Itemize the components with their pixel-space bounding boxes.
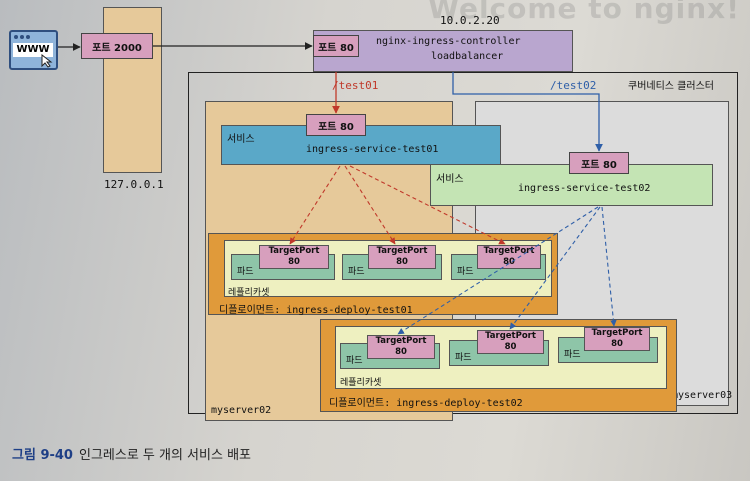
replicaset2-label: 레플리카셋 <box>340 378 382 388</box>
targetport-label: TargetPort <box>376 246 428 256</box>
controller-name-line2: loadbalancer <box>431 51 504 62</box>
targetport-value: 80 <box>611 339 623 349</box>
targetport-label: TargetPort <box>485 331 536 341</box>
targetport-value: 80 <box>396 257 408 267</box>
deploy1-targetport-2: TargetPort 80 <box>368 245 436 269</box>
service1-name: ingress-service-test01 <box>306 144 439 155</box>
deploy2-targetport-2: TargetPort 80 <box>477 330 544 354</box>
pod-label: 파드 <box>564 350 581 360</box>
controller-port: 포트 80 <box>313 35 359 57</box>
service2-label: 서비스 <box>436 174 464 185</box>
targetport-label: TargetPort <box>268 246 320 256</box>
targetport-label: TargetPort <box>375 336 427 346</box>
deploy1-label: 디플로이먼트: ingress-deploy-test01 <box>219 305 413 316</box>
service1-label: 서비스 <box>227 134 255 145</box>
path-test01-label: /test01 <box>332 79 379 92</box>
pod-label: 파드 <box>455 353 472 363</box>
controller-ip: 10.0.2.20 <box>440 14 500 27</box>
targetport-value: 80 <box>288 257 300 267</box>
replicaset1-label: 레플리카셋 <box>228 288 270 298</box>
path-test02-label: /test02 <box>550 79 597 92</box>
browser-label: WWW <box>13 43 53 57</box>
deploy2-targetport-3: TargetPort 80 <box>584 327 650 351</box>
pod-label: 파드 <box>348 267 365 277</box>
browser-window-icon: WWW <box>9 30 58 70</box>
node-myserver03-label: myserver03 <box>672 390 733 401</box>
figure-number: 그림 9-40 <box>12 448 73 463</box>
targetport-label: TargetPort <box>483 246 535 256</box>
pod-label: 파드 <box>237 267 254 277</box>
bleed-through-text: Welcome to nginx! <box>428 0 740 25</box>
deploy1-targetport-1: TargetPort 80 <box>259 245 329 269</box>
figure-caption-text: 인그레스로 두 개의 서비스 배포 <box>78 448 251 463</box>
pod-label: 파드 <box>346 356 363 366</box>
targetport-value: 80 <box>395 347 407 357</box>
targetport-label: TargetPort <box>591 328 643 338</box>
deploy2-label: 디플로이먼트: ingress-deploy-test02 <box>329 398 523 409</box>
host-column <box>103 7 162 173</box>
deploy1-targetport-3: TargetPort 80 <box>477 245 541 269</box>
host-ip: 127.0.0.1 <box>104 178 164 191</box>
targetport-value: 80 <box>503 257 515 267</box>
service1-port: 포트 80 <box>306 114 366 136</box>
deploy2-targetport-1: TargetPort 80 <box>367 335 435 359</box>
host-port: 포트 2000 <box>81 33 153 59</box>
cluster-label: 쿠버네티스 클러스터 <box>628 81 714 92</box>
cursor-icon <box>41 54 53 68</box>
service2-name: ingress-service-test02 <box>518 183 651 194</box>
controller-name-line1: nginx-ingress-controller <box>376 36 521 47</box>
service2-port: 포트 80 <box>569 152 629 174</box>
node-myserver02-label: myserver02 <box>211 405 272 416</box>
pod-label: 파드 <box>457 267 474 277</box>
figure-caption: 그림 9-40 인그레스로 두 개의 서비스 배포 <box>12 444 251 463</box>
targetport-value: 80 <box>504 342 517 352</box>
